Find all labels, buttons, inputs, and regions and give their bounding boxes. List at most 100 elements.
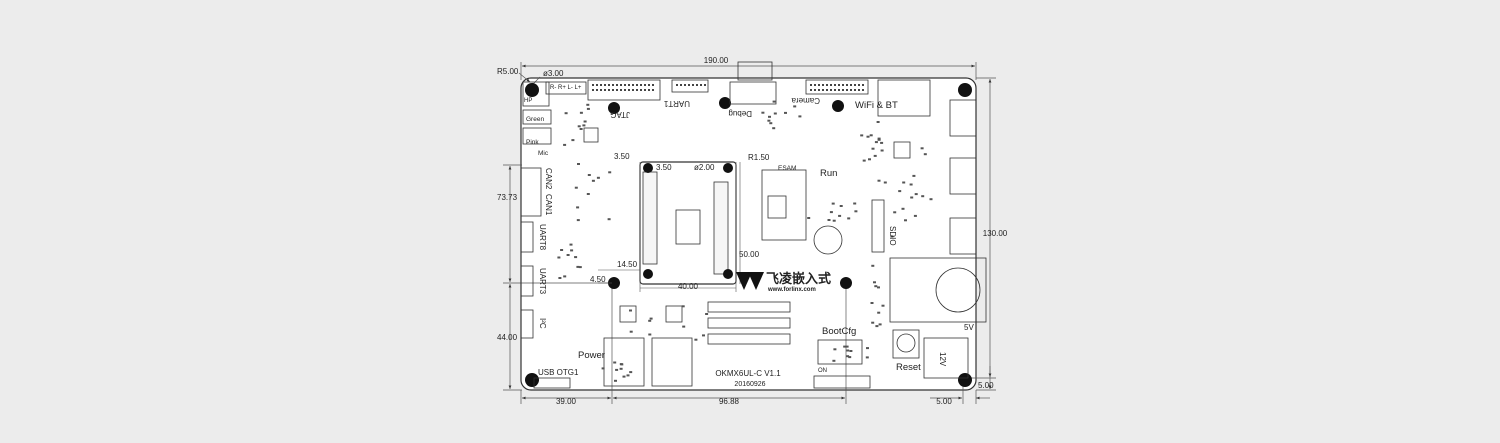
smd-component	[866, 347, 869, 350]
header-pin	[814, 84, 816, 86]
bottom-left-dimension: 39.00	[556, 397, 577, 406]
ic-chip	[893, 141, 911, 159]
som-connector-right	[713, 181, 729, 275]
mounting-hole	[958, 373, 972, 387]
smd-component	[923, 153, 927, 156]
width-dimension: 190.00	[704, 56, 729, 65]
smd-component	[761, 111, 765, 114]
smd-component	[702, 334, 705, 337]
esam-label: ESAM	[778, 165, 796, 172]
debug-port-top	[737, 61, 773, 81]
smd-component	[569, 243, 573, 246]
logo-mark	[736, 272, 752, 290]
som-corner-radius-dimension: R1.50	[748, 153, 770, 162]
smd-component	[875, 325, 879, 328]
debug-db9-connector	[729, 81, 777, 105]
header-pin	[834, 89, 836, 91]
smd-component	[629, 371, 633, 374]
header-pin	[676, 84, 678, 86]
header-pin	[842, 89, 844, 91]
usb-host-2	[949, 157, 977, 195]
smd-component	[831, 202, 835, 205]
smd-component	[827, 219, 831, 221]
mounting-hole	[719, 97, 731, 109]
ddr-connector	[707, 317, 791, 329]
smd-component	[769, 122, 773, 125]
camera-label: Camera	[791, 96, 820, 105]
smd-component	[870, 302, 874, 304]
ddr-connector	[707, 333, 791, 345]
smd-component	[871, 321, 875, 324]
smd-component	[579, 128, 583, 130]
smd-component	[848, 356, 852, 359]
header-pin	[632, 89, 634, 91]
usb-otg1-label: USB OTG1	[538, 368, 579, 377]
smd-component	[913, 214, 917, 217]
header-pin	[624, 89, 626, 91]
header-pin	[612, 89, 614, 91]
smd-component	[876, 121, 880, 123]
header-pin	[652, 89, 654, 91]
wifi-bt-label: WiFi & BT	[855, 100, 898, 111]
uart8-header	[520, 221, 534, 253]
smd-component	[571, 139, 575, 142]
smd-component	[920, 147, 924, 150]
smd-component	[570, 249, 574, 252]
smd-component	[607, 218, 611, 221]
board-outline	[520, 77, 977, 391]
som-connector-left	[642, 171, 658, 265]
smd-component	[862, 159, 866, 162]
forlinx-logo: 飞凌嵌入式 www.forlinx.com	[736, 271, 831, 293]
header-pin	[810, 89, 812, 91]
header-pin	[636, 84, 638, 86]
smd-component	[586, 103, 590, 106]
right-low-dimension: 5.00	[978, 381, 994, 390]
pin-header-top	[545, 81, 587, 95]
uart3-label: UART3	[538, 268, 547, 295]
smd-component	[622, 375, 626, 378]
mounting-hole	[525, 83, 539, 97]
uart1-label: UART1	[663, 99, 690, 108]
smd-component	[768, 115, 771, 118]
height-dimension: 130.00	[983, 229, 1008, 238]
left-low-dimension: 44.00	[497, 333, 518, 342]
smd-component	[846, 349, 850, 352]
smd-component	[846, 355, 850, 358]
smd-component	[619, 367, 623, 370]
smd-component	[601, 367, 605, 370]
bottom-right-dimension: 5.00	[936, 397, 952, 406]
smd-component	[877, 179, 881, 182]
smd-component	[582, 124, 586, 127]
smd-component	[898, 190, 902, 193]
bootcfg-switch	[817, 339, 863, 365]
smd-component	[558, 277, 562, 279]
can-connector	[520, 167, 542, 217]
smd-component	[871, 264, 875, 267]
header-pin	[838, 84, 840, 86]
header-pin	[830, 84, 832, 86]
header-pin	[692, 84, 694, 86]
smd-components	[557, 100, 933, 382]
smd-component	[784, 111, 787, 114]
ddr-connector	[707, 301, 791, 313]
12v-label: 12V	[938, 352, 947, 367]
smd-component	[807, 217, 811, 219]
smd-component	[921, 195, 925, 198]
smd-component	[576, 219, 580, 222]
header-pin	[644, 89, 646, 91]
som-width-dimension: 40.00	[678, 282, 699, 291]
pink-label: Pink	[526, 139, 539, 146]
header-pin	[600, 89, 602, 91]
header-pin	[818, 84, 820, 86]
board-labels: JTAG UART1 Debug Camera WiFi & BT HP R- …	[524, 85, 974, 388]
smd-component	[829, 211, 833, 214]
header-pin	[644, 84, 646, 86]
header-pin	[810, 84, 812, 86]
hp-label: HP	[524, 98, 532, 104]
on-label: ON	[818, 368, 827, 374]
logo-url: www.forlinx.com	[767, 287, 816, 293]
header-pin	[628, 84, 630, 86]
smd-component	[877, 137, 881, 140]
coin-part	[813, 225, 843, 255]
